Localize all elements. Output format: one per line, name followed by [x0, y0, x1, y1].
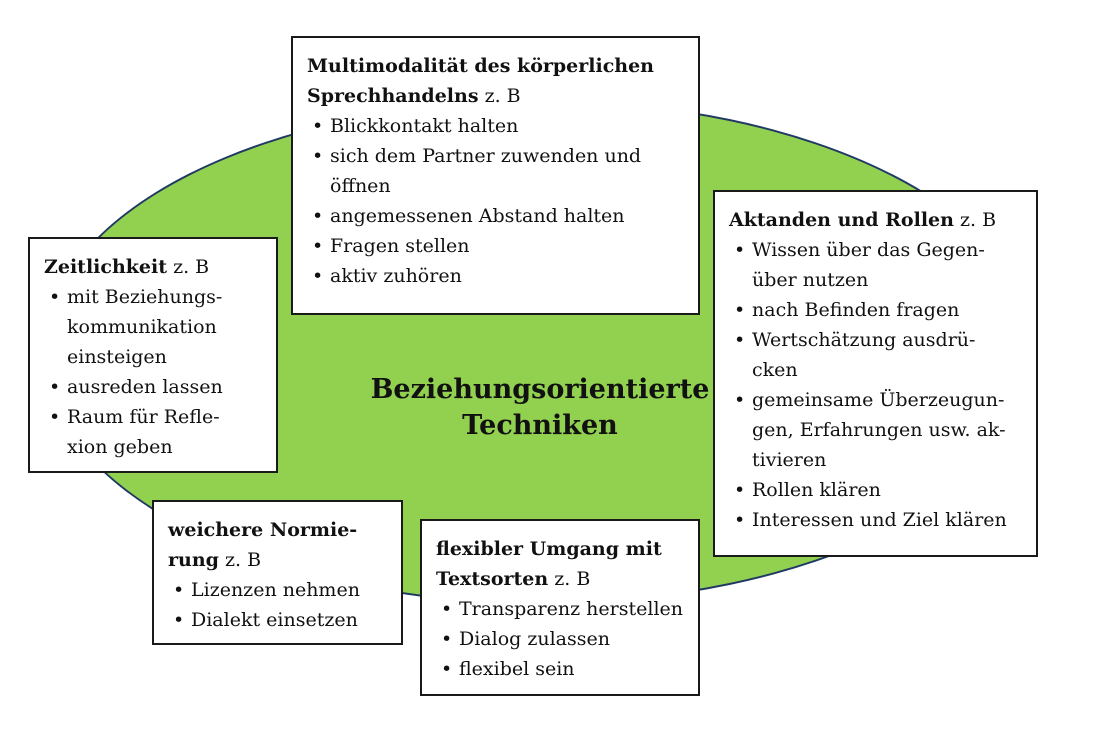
box-aktanden-und-rollen: Aktanden und Rollen z. B Wissen über das… — [713, 190, 1038, 557]
list-item: ausreden lassen — [44, 372, 262, 402]
list-item: Dialog zulassen — [436, 624, 684, 654]
box-title-bold: weichere Normie- rung — [168, 519, 358, 571]
box-title-suffix: z. B — [478, 85, 521, 107]
list-item: flexibel sein — [436, 654, 684, 684]
list-item: Blickkontakt halten — [307, 111, 684, 141]
box-title-bold: Aktanden und Rollen — [729, 209, 954, 231]
list-item: Transparenz herstellen — [436, 594, 684, 624]
box-title-bold: Multimodalität des körperlichen Sprechha… — [307, 55, 654, 107]
box-zeitlichkeit: Zeitlichkeit z. B mit Beziehungs- kommun… — [28, 237, 278, 473]
list-item: Interessen und Ziel klären — [729, 505, 1022, 535]
list-item: nach Befinden fragen — [729, 295, 1022, 325]
list-item: Dialekt einsetzen — [168, 605, 387, 635]
list-item: aktiv zuhören — [307, 261, 684, 291]
box-zeitlichkeit-title: Zeitlichkeit z. B — [44, 252, 262, 282]
list-item: Raum für Refle- xion geben — [44, 402, 262, 462]
box-textsorten-title: flexibler Umgang mit Textsorten z. B — [436, 534, 684, 594]
box-normierung-title: weichere Normie- rung z. B — [168, 515, 387, 575]
box-flexibler-umgang-textsorten: flexibler Umgang mit Textsorten z. B Tra… — [420, 519, 700, 696]
box-title-bold: Zeitlichkeit — [44, 256, 168, 278]
box-title-suffix: z. B — [953, 209, 997, 231]
list-item: Rollen klären — [729, 475, 1022, 505]
list-item: Lizenzen nehmen — [168, 575, 387, 605]
box-weichere-normierung: weichere Normie- rung z. B Lizenzen nehm… — [152, 500, 403, 645]
list-item: Wissen über das Gegen- über nutzen — [729, 235, 1022, 295]
list-item: gemeinsame Überzeugun- gen, Erfahrungen … — [729, 385, 1022, 475]
list-item: Fragen stellen — [307, 231, 684, 261]
box-title-bold: flexibler Umgang mit Textsorten — [436, 538, 662, 590]
list-item: angemessenen Abstand halten — [307, 201, 684, 231]
box-multimodalitaet: Multimodalität des körperlichen Sprechha… — [291, 36, 700, 315]
diagram-center-title: Beziehungsorientierte Techniken — [370, 374, 710, 441]
box-multimodalitaet-title: Multimodalität des körperlichen Sprechha… — [307, 51, 684, 111]
list-item: Wertschätzung ausdrü- cken — [729, 325, 1022, 385]
list-item: mit Beziehungs- kommunikation einsteigen — [44, 282, 262, 372]
box-title-suffix: z. B — [218, 549, 262, 571]
box-title-suffix: z. B — [167, 256, 210, 278]
box-aktanden-title: Aktanden und Rollen z. B — [729, 205, 1022, 235]
box-title-suffix: z. B — [548, 568, 591, 590]
list-item: sich dem Partner zuwenden und öffnen — [307, 141, 684, 201]
